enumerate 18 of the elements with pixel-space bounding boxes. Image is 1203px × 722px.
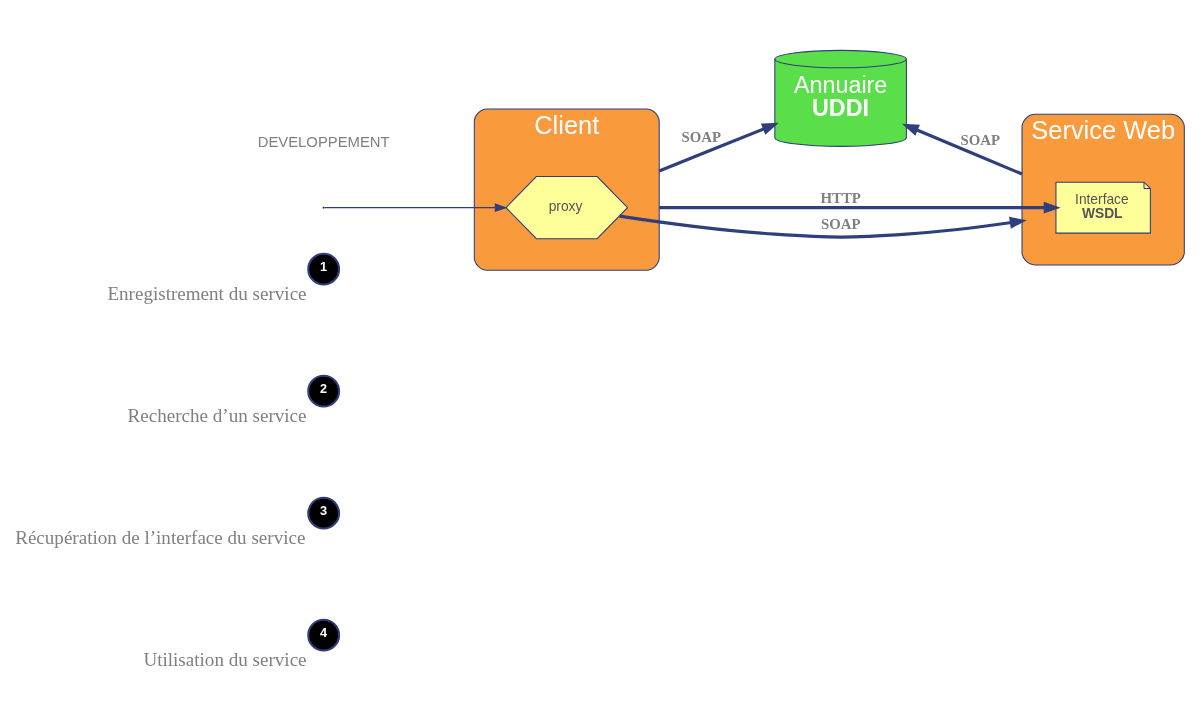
node-circle: 1 (307, 252, 341, 286)
arrow (901, 123, 1023, 176)
edge-label: SOAP (681, 129, 722, 146)
node-label: Utilisation du service (143, 648, 307, 670)
arrow (619, 214, 1027, 239)
edge-label: SOAP (820, 216, 861, 233)
node-label: Enregistrement du service (107, 282, 307, 304)
node-circle: 4 (307, 618, 341, 652)
node-circle: 3 (307, 496, 341, 530)
node-label: Récupération de l’interface du service (15, 526, 306, 548)
edge-label: HTTP (820, 189, 861, 206)
node-label: Recherche d’un service (127, 404, 307, 426)
arrow (324, 203, 508, 213)
node-circle: 2 (307, 374, 341, 408)
arrow (658, 122, 779, 173)
arrow (659, 201, 1061, 214)
edge-label: SOAP (960, 132, 1001, 149)
label: DEVELOPPEMENT (257, 133, 390, 150)
